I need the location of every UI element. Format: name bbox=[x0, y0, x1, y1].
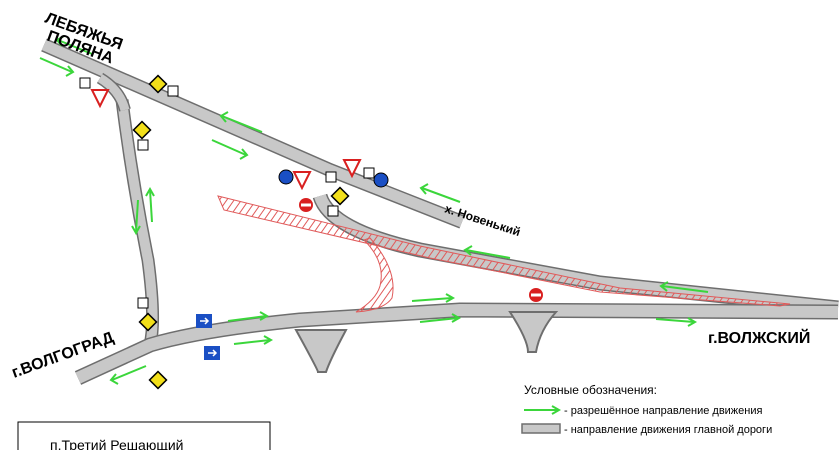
no-entry-sign-icon bbox=[529, 288, 543, 302]
overpass-support-1 bbox=[294, 329, 348, 373]
priority-road-sign-icon bbox=[330, 186, 350, 206]
legend-title: Условные обозначения: bbox=[524, 383, 657, 397]
priority-road-sign-icon bbox=[148, 74, 168, 94]
yield-sign-icon bbox=[342, 159, 362, 179]
legend-arrow-icon bbox=[524, 405, 562, 415]
arrow-icon bbox=[227, 311, 270, 322]
settlement-box: п.Третий Решающий bbox=[17, 421, 271, 450]
arrow-icon bbox=[211, 139, 249, 160]
arrow-icon bbox=[411, 293, 456, 303]
arrow-icon bbox=[219, 111, 263, 133]
yield-sign-icon bbox=[90, 89, 110, 109]
priority-road-sign-icon bbox=[138, 312, 158, 332]
legend: Условные обозначения: - разрешённое напр… bbox=[521, 383, 772, 436]
yield-sign-icon bbox=[292, 171, 312, 191]
arrow-icon bbox=[131, 199, 141, 236]
sign-plate-icon bbox=[325, 171, 337, 183]
arrow-icon bbox=[419, 313, 462, 323]
sign-plate-icon bbox=[363, 167, 375, 179]
keep-right-sign-icon bbox=[373, 172, 389, 188]
settlement-box-text: п.Третий Решающий bbox=[50, 437, 183, 450]
arrow-icon bbox=[233, 335, 274, 345]
lane-direction-sign-icon bbox=[196, 314, 212, 328]
legend-allowed-direction: - разрешённое направление движения bbox=[564, 405, 763, 417]
overpass-support-2 bbox=[508, 311, 559, 353]
sign-plate-icon bbox=[79, 77, 91, 89]
arrow-icon bbox=[463, 245, 511, 259]
road-volzhsky bbox=[312, 193, 839, 316]
arrow-icon bbox=[419, 183, 461, 203]
arrow-icon bbox=[655, 317, 698, 327]
hatched-curve bbox=[355, 237, 394, 313]
road-signs bbox=[79, 74, 543, 390]
arrow-icon bbox=[659, 281, 709, 293]
no-entry-sign-icon bbox=[299, 198, 313, 212]
sign-plate-icon bbox=[137, 139, 149, 151]
sign-plate-icon bbox=[327, 205, 339, 217]
legend-main-road-icon bbox=[521, 423, 561, 434]
hatched-strip bbox=[217, 195, 791, 307]
direction-arrows bbox=[39, 35, 709, 385]
sign-plate-icon bbox=[167, 85, 179, 97]
arrow-icon bbox=[109, 365, 147, 385]
legend-main-road-direction: - направление движения главной дороги bbox=[564, 424, 772, 436]
priority-road-sign-icon bbox=[132, 120, 152, 140]
arrow-icon bbox=[55, 35, 93, 55]
label-volzhsky: г.ВОЛЖСКИЙ bbox=[708, 328, 810, 347]
closed-areas bbox=[217, 195, 791, 313]
priority-road-sign-icon bbox=[148, 370, 168, 390]
keep-right-sign-icon bbox=[278, 169, 294, 185]
arrow-icon bbox=[145, 186, 155, 223]
roads bbox=[41, 38, 839, 385]
arrow-icon bbox=[39, 57, 75, 77]
lane-direction-sign-icon bbox=[204, 346, 220, 360]
sign-plate-icon bbox=[137, 297, 149, 309]
